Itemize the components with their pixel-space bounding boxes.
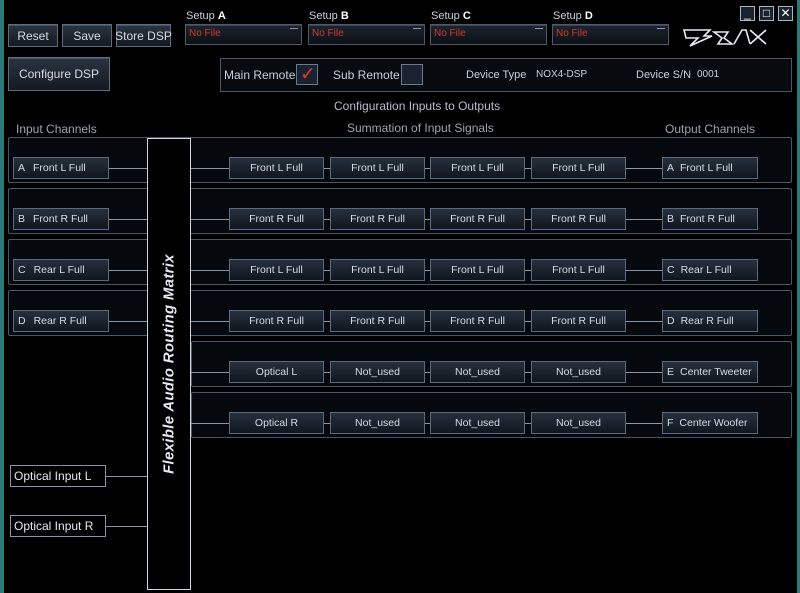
- main-remote-checkbox[interactable]: ✓: [296, 64, 318, 85]
- summation-select[interactable]: Front L Full: [531, 259, 626, 281]
- close-icon[interactable]: ✕: [778, 6, 793, 21]
- device-sn-label: Device S/N: [636, 69, 692, 81]
- device-sn-value: 0001: [697, 69, 720, 80]
- input-channel-letter: C: [18, 264, 26, 276]
- summation-select[interactable]: Front L Full: [330, 259, 425, 281]
- summation-select[interactable]: Front R Full: [430, 208, 525, 230]
- input-channel-name: Rear R Full: [33, 315, 87, 327]
- device-type-value: NOX4-DSP: [536, 69, 588, 80]
- input-channels-header: Input Channels: [16, 122, 97, 136]
- setup-b-field[interactable]: No File: [308, 24, 425, 45]
- connector-line: [106, 526, 147, 527]
- input-channel-select[interactable]: B Front R Full: [13, 208, 109, 230]
- save-button[interactable]: Save: [62, 24, 112, 47]
- output-channel[interactable]: C Rear L Full: [662, 259, 758, 281]
- summation-select[interactable]: Optical R: [229, 412, 324, 434]
- output-channel[interactable]: B Front R Full: [662, 208, 758, 230]
- output-channel-letter: E: [667, 366, 675, 378]
- input-channel-select[interactable]: A Front L Full: [13, 157, 109, 179]
- input-channel-letter: D: [18, 315, 26, 327]
- output-channel-letter: B: [667, 213, 675, 225]
- output-channel[interactable]: A Front L Full: [662, 157, 758, 179]
- sub-remote-checkbox[interactable]: [401, 64, 423, 85]
- setup-d-label: Setup D: [553, 10, 593, 22]
- connector-line: [626, 168, 663, 169]
- summation-select[interactable]: Front L Full: [330, 157, 425, 179]
- output-channel-name: Center Woofer: [679, 417, 748, 429]
- setup-c-label: Setup C: [431, 10, 471, 22]
- main-remote-label: Main Remote: [224, 68, 296, 82]
- setup-a-field[interactable]: No File: [185, 24, 302, 45]
- summation-select[interactable]: Front R Full: [330, 310, 425, 332]
- minimize-icon[interactable]: _: [740, 6, 755, 21]
- brax-logo: [682, 29, 767, 47]
- reset-button[interactable]: Reset: [8, 24, 58, 47]
- summation-select[interactable]: Not_used: [531, 412, 626, 434]
- input-channel-name: Front R Full: [33, 213, 88, 225]
- setup-a-label: Setup A: [186, 10, 226, 22]
- output-channel-name: Center Tweeter: [680, 366, 752, 378]
- output-channel-letter: C: [667, 264, 675, 276]
- input-channel-letter: B: [18, 213, 26, 225]
- config-title: Configuration Inputs to Outputs: [334, 99, 501, 113]
- summation-select[interactable]: Front R Full: [531, 310, 626, 332]
- output-channels-header: Output Channels: [665, 122, 756, 136]
- summation-select[interactable]: Front R Full: [330, 208, 425, 230]
- input-channel-select[interactable]: C Rear L Full: [13, 259, 109, 281]
- input-channel-name: Front L Full: [33, 162, 86, 174]
- routing-matrix-label: Flexible Audio Routing Matrix: [160, 254, 178, 474]
- device-type-label: Device Type: [466, 69, 527, 81]
- output-channel-name: Front L Full: [680, 162, 733, 174]
- output-channel[interactable]: F Center Woofer: [662, 412, 758, 434]
- setup-b-label: Setup B: [309, 10, 349, 22]
- routing-matrix-bar: Flexible Audio Routing Matrix: [147, 138, 191, 590]
- summation-select[interactable]: Front L Full: [430, 259, 525, 281]
- output-channel-name: Rear R Full: [680, 315, 734, 327]
- setup-c-field[interactable]: No File: [430, 24, 547, 45]
- output-channel-name: Rear L Full: [680, 264, 732, 276]
- summation-select[interactable]: Front R Full: [531, 208, 626, 230]
- summation-select[interactable]: Not_used: [430, 361, 525, 383]
- summation-select[interactable]: Front L Full: [430, 157, 525, 179]
- maximize-icon[interactable]: □: [759, 6, 774, 21]
- store-dsp-button[interactable]: Store DSP: [115, 24, 172, 47]
- output-channel-letter: D: [667, 315, 675, 327]
- connector-line: [626, 270, 663, 271]
- setup-d-field[interactable]: No File: [552, 24, 669, 45]
- summation-select[interactable]: Front R Full: [229, 310, 324, 332]
- input-channel-name: Rear L Full: [33, 264, 85, 276]
- summation-select[interactable]: Front R Full: [229, 208, 324, 230]
- summation-select[interactable]: Front L Full: [229, 259, 324, 281]
- summation-select[interactable]: Front L Full: [229, 157, 324, 179]
- summation-select[interactable]: Not_used: [430, 412, 525, 434]
- summation-select[interactable]: Not_used: [330, 412, 425, 434]
- output-channel[interactable]: D Rear R Full: [662, 310, 758, 332]
- connector-line: [626, 321, 663, 322]
- summation-select[interactable]: Not_used: [531, 361, 626, 383]
- connector-line: [106, 476, 147, 477]
- input-channel-select[interactable]: D Rear R Full: [13, 310, 109, 332]
- summation-select[interactable]: Optical L: [229, 361, 324, 383]
- summation-header: Summation of Input Signals: [347, 121, 494, 135]
- output-channel-letter: A: [667, 162, 675, 174]
- input-channel-letter: A: [18, 162, 26, 174]
- connector-line: [626, 423, 663, 424]
- optical-input-r[interactable]: Optical Input R: [10, 515, 106, 537]
- summation-select[interactable]: Front R Full: [430, 310, 525, 332]
- output-channel-name: Front R Full: [680, 213, 735, 225]
- connector-line: [626, 372, 663, 373]
- optical-input-l[interactable]: Optical Input L: [10, 465, 106, 487]
- output-channel[interactable]: E Center Tweeter: [662, 361, 758, 383]
- summation-select[interactable]: Front L Full: [531, 157, 626, 179]
- checkmark-icon: ✓: [300, 64, 316, 85]
- connector-line: [626, 219, 663, 220]
- configure-dsp-button[interactable]: Configure DSP: [8, 57, 110, 91]
- summation-select[interactable]: Not_used: [330, 361, 425, 383]
- output-channel-letter: F: [667, 417, 674, 429]
- sub-remote-label: Sub Remote: [333, 68, 400, 82]
